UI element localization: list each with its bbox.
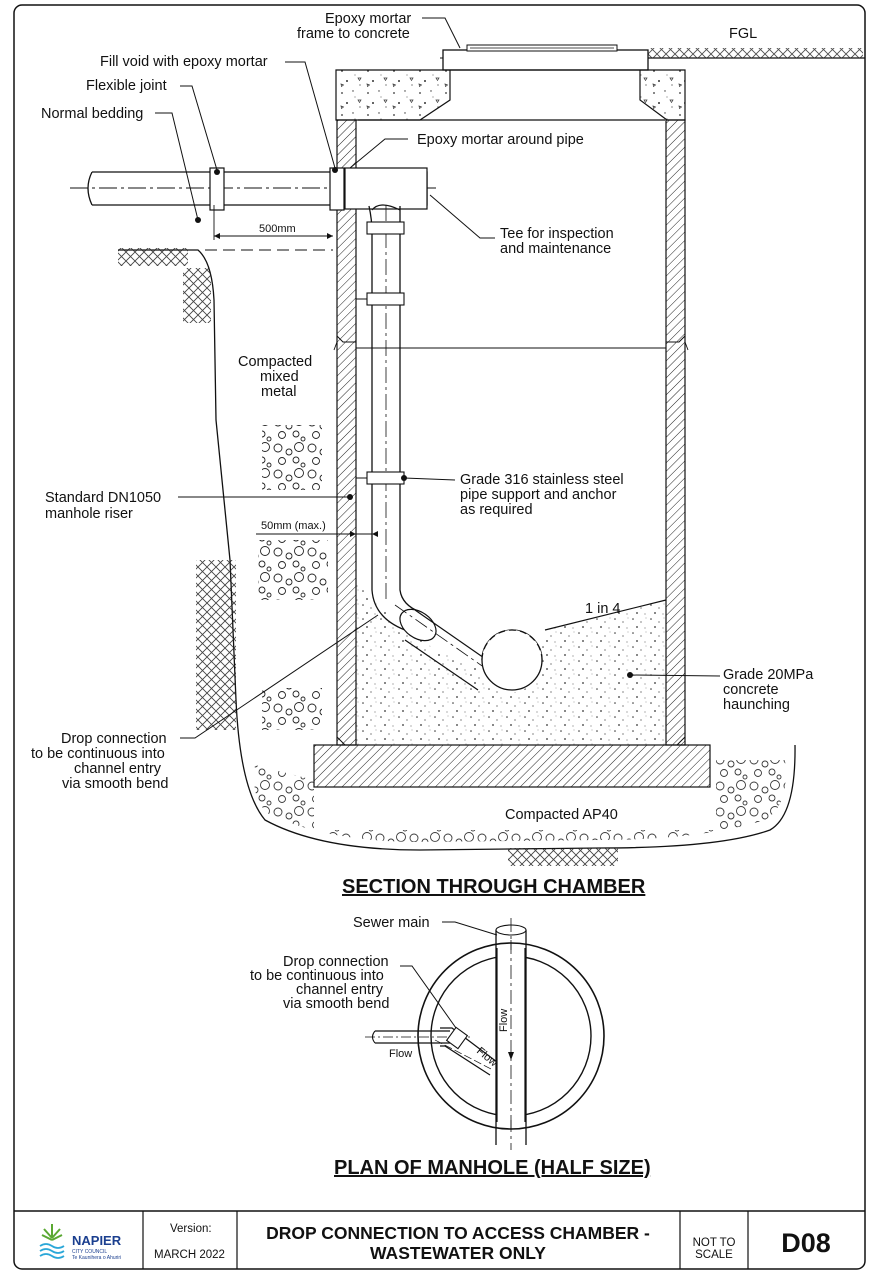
label-epoxy-pipe: Epoxy mortar around pipe: [417, 132, 584, 148]
scale-note-2: SCALE: [695, 1249, 733, 1261]
gravel-bedding: [254, 760, 786, 842]
label-fgl: FGL: [729, 26, 757, 42]
incoming-pipe: [70, 167, 440, 211]
label-fill-void: Fill void with epoxy mortar: [100, 54, 268, 70]
section-drawing: Epoxy mortar frame to concrete FGL Fill …: [31, 11, 865, 898]
concrete-collar: [335, 69, 686, 121]
label-drop-4: via smooth bend: [62, 776, 168, 792]
label-dim-50: 50mm (max.): [261, 520, 326, 532]
label-support-3: as required: [460, 502, 533, 518]
label-compacted-3: metal: [261, 384, 296, 400]
label-haunch-3: haunching: [723, 697, 790, 713]
label-drop-3: channel entry: [74, 761, 162, 777]
chamber-wall-left: [336, 119, 357, 746]
plan-label-drop-3: channel entry: [296, 982, 384, 998]
label-dim-500: 500mm: [259, 223, 296, 235]
plan-label-flow-branch: Flow: [389, 1048, 412, 1060]
plan-drawing: Sewer main Drop connection to be continu…: [250, 915, 651, 1179]
label-support-1: Grade 316 stainless steel: [460, 472, 624, 488]
inspection-tee: [344, 167, 428, 210]
logo-sub-2: Te Kaunihera o Ahuriri: [72, 1255, 121, 1261]
leader-dots: [195, 167, 633, 678]
manhole-cover: [442, 44, 649, 71]
label-drop-2: to be continuous into: [31, 746, 165, 762]
section-leaders: [155, 17, 721, 739]
label-compacted-2: mixed: [260, 369, 299, 385]
drawing-title-1: DROP CONNECTION TO ACCESS CHAMBER -: [266, 1223, 650, 1243]
pipe-support-upper: [366, 292, 405, 306]
concrete-haunching: [356, 580, 666, 745]
plan-label-drop-4: via smooth bend: [283, 996, 389, 1012]
label-drop-1: Drop connection: [61, 731, 167, 747]
scale-note-1: NOT TO: [693, 1237, 736, 1249]
label-compacted-1: Compacted: [238, 354, 312, 370]
label-haunch-1: Grade 20MPa: [723, 667, 814, 683]
sheet-border: [13, 4, 866, 1270]
dimension-50: [256, 531, 378, 537]
drawing-title-2: WASTEWATER ONLY: [370, 1243, 546, 1263]
label-support-2: pipe support and anchor: [460, 487, 617, 503]
label-riser-1: Standard DN1050: [45, 490, 161, 506]
version-label: Version:: [170, 1223, 212, 1235]
label-epoxy-frame-1: Epoxy mortar: [325, 11, 411, 27]
logo-sub-1: CITY COUNCIL: [72, 1249, 107, 1255]
napier-logo: NAPIER CITY COUNCIL Te Kaunihera o Ahuri…: [39, 1224, 122, 1261]
base-slab: [313, 744, 711, 788]
section-heading: SECTION THROUGH CHAMBER: [342, 876, 646, 898]
label-slope: 1 in 4: [585, 601, 620, 617]
logo-name: NAPIER: [72, 1233, 122, 1248]
dimension-500: [205, 205, 333, 251]
version-date: MARCH 2022: [154, 1249, 225, 1261]
label-normal-bedding: Normal bedding: [41, 106, 143, 122]
plan-label-flow-main: Flow: [498, 1009, 510, 1032]
label-riser-2: manhole riser: [45, 506, 133, 522]
chamber-wall-right: [665, 119, 686, 746]
pipe-support-lower: [366, 471, 405, 485]
plan-label-drop-2: to be continuous into: [250, 968, 384, 984]
label-haunch-2: concrete: [723, 682, 779, 698]
drop-pipe: [356, 204, 496, 691]
title-block: NAPIER CITY COUNCIL Te Kaunihera o Ahuri…: [14, 1210, 865, 1269]
plan-heading: PLAN OF MANHOLE (HALF SIZE): [334, 1157, 651, 1179]
label-tee-1: Tee for inspection: [500, 226, 614, 242]
plan-label-sewer-main: Sewer main: [353, 915, 430, 931]
flexible-joint: [209, 167, 225, 211]
drawing-code: D08: [781, 1228, 831, 1258]
label-flexible-joint: Flexible joint: [86, 78, 167, 94]
plan-label-drop-1: Drop connection: [283, 954, 389, 970]
label-epoxy-frame-2: frame to concrete: [297, 26, 410, 42]
trench-edge: [118, 249, 796, 851]
label-tee-2: and maintenance: [500, 241, 611, 257]
label-ap40: Compacted AP40: [505, 807, 618, 823]
